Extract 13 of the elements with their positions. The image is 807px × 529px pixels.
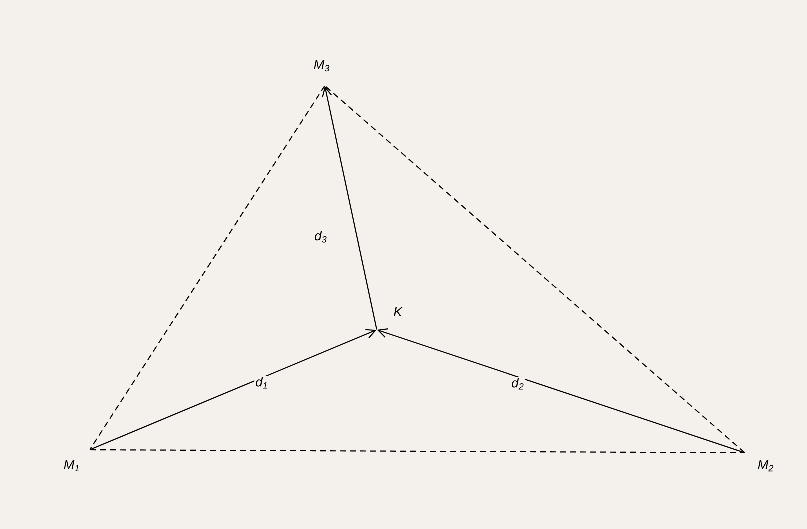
arrow [322,86,378,330]
dashed-line [324,86,746,454]
dashed-line [90,86,326,450]
edge-label: d$_{3}$ [314,230,328,244]
point-label: M$_{3}$ [314,60,330,72]
edge-label: d$_{2}$ [510,377,526,391]
point-label: M$_{1}$ [64,460,79,472]
point-label: K [394,308,403,316]
point-label: M$_{2}$ [758,460,774,472]
dashed-line [90,449,745,454]
arrow [90,329,377,450]
arrow [377,328,745,454]
edge-label: d$_{1}$ [254,376,270,390]
